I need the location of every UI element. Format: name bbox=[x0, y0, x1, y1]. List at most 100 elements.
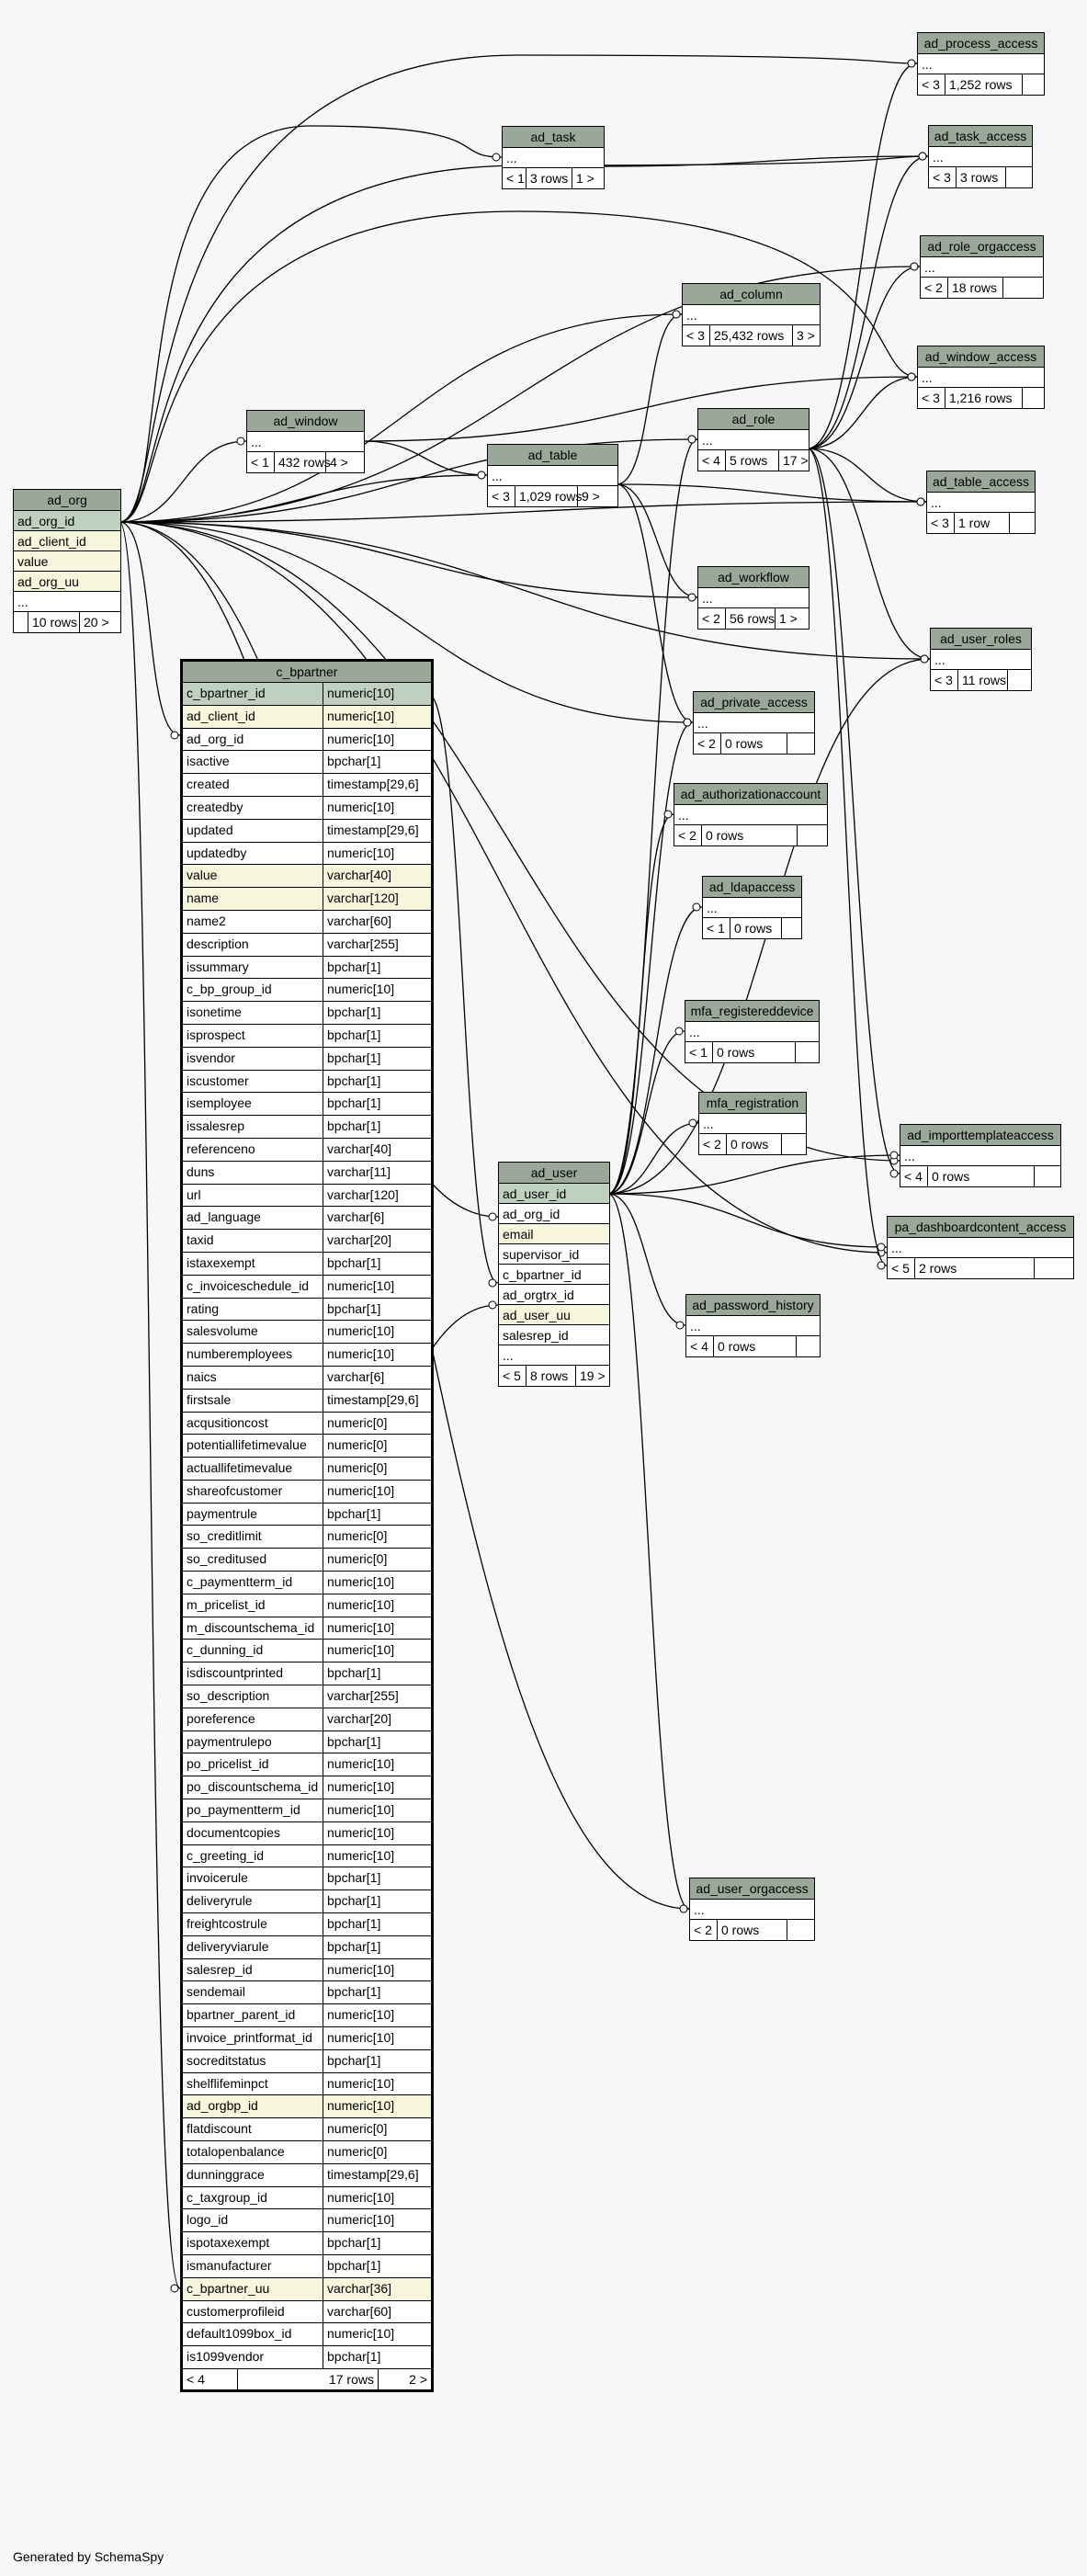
column-name: c_dunning_id bbox=[183, 1640, 323, 1662]
column-type: numeric[10] bbox=[327, 1961, 395, 1977]
column-type: numeric[10] bbox=[327, 2030, 395, 2046]
column-type: numeric[10] bbox=[327, 686, 395, 700]
column-type: numeric[10] bbox=[327, 1619, 395, 1635]
column-name: numberemployees bbox=[183, 1344, 323, 1366]
column-more: ... bbox=[694, 713, 814, 733]
column-more: ... bbox=[699, 1114, 806, 1134]
column-name: default1099box_id bbox=[183, 2323, 323, 2346]
column-name: updated bbox=[183, 819, 323, 842]
children-count bbox=[798, 825, 825, 845]
crowfoot-marker bbox=[877, 1243, 886, 1252]
column-more: ... bbox=[686, 1316, 820, 1336]
column-type: varchar[6] bbox=[327, 1368, 385, 1384]
children-count: 3 > bbox=[797, 328, 815, 343]
parents-count: < 3 bbox=[931, 670, 958, 690]
parents-count: < 3 bbox=[918, 74, 945, 95]
column-type: bpchar[1] bbox=[327, 1027, 381, 1042]
table-name: ad_task bbox=[503, 127, 604, 148]
column-name: deliveryrule bbox=[183, 1890, 323, 1913]
column-name: url bbox=[183, 1184, 323, 1207]
parents-count: < 5 bbox=[499, 1366, 527, 1386]
row-count: 5 rows bbox=[726, 450, 779, 471]
row-count: 0 rows bbox=[718, 1920, 787, 1940]
column-type: numeric[0] bbox=[327, 2144, 388, 2159]
relationship-edge bbox=[119, 521, 888, 1254]
parents-count: < 4 bbox=[686, 1336, 714, 1356]
column-ad-user-id: ad_user_id bbox=[499, 1184, 609, 1204]
column-type: numeric[10] bbox=[327, 708, 395, 723]
column-type: bpchar[1] bbox=[327, 1665, 381, 1681]
children-count bbox=[782, 1134, 804, 1154]
relationship-edge bbox=[807, 62, 918, 449]
relationship-edge bbox=[807, 448, 931, 660]
relationship-edge bbox=[607, 1030, 685, 1195]
relationship-edge bbox=[119, 521, 931, 660]
column-name: firstsale bbox=[183, 1389, 323, 1412]
column-salesrep-id: salesrep_id bbox=[499, 1325, 609, 1345]
column-more: ... bbox=[921, 257, 1043, 278]
parents-count: < 2 bbox=[674, 825, 702, 845]
crowfoot-marker bbox=[663, 810, 673, 819]
crowfoot-marker bbox=[170, 2284, 179, 2293]
column-ad-org-id: ad_org_id bbox=[499, 1204, 609, 1224]
row-count: 0 rows bbox=[721, 733, 787, 754]
relationship-edge bbox=[602, 155, 929, 167]
parents-count: < 4 bbox=[900, 1166, 928, 1186]
column-type: numeric[10] bbox=[327, 2007, 395, 2023]
parents-count: < 4 bbox=[698, 450, 726, 471]
column-more: ... bbox=[488, 466, 617, 486]
column-name: c_greeting_id bbox=[183, 1844, 323, 1867]
relationship-edge bbox=[807, 376, 918, 449]
column-name: po_paymentterm_id bbox=[183, 1799, 323, 1821]
children-count: 20 > bbox=[84, 615, 109, 630]
column-more: ... bbox=[14, 592, 120, 612]
column-type: numeric[10] bbox=[327, 1802, 395, 1818]
row-count: 1 row bbox=[955, 513, 1010, 533]
column-more: ... bbox=[703, 898, 801, 918]
table-name: ad_user bbox=[499, 1163, 609, 1184]
children-count bbox=[1008, 670, 1029, 690]
